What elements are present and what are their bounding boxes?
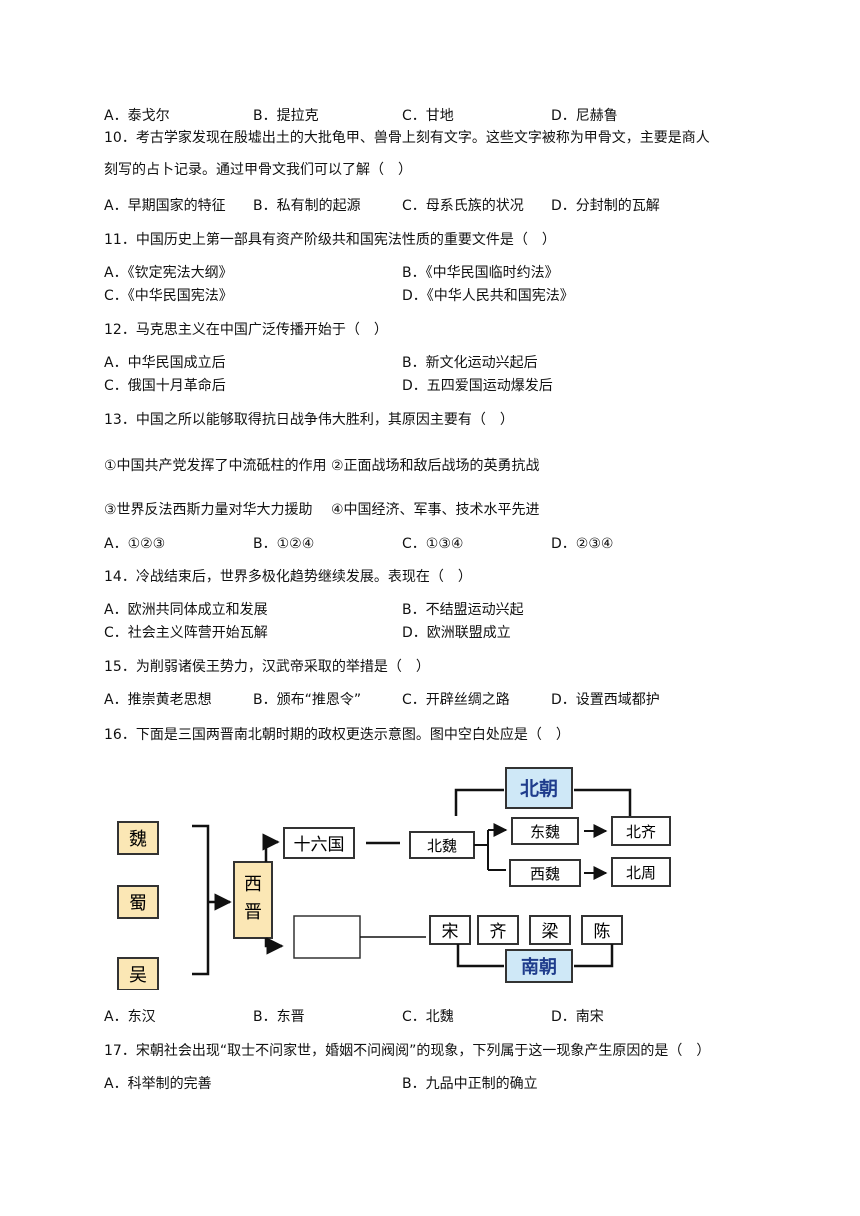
q9-option-c[interactable]: C．甘地 (402, 108, 454, 124)
svg-text:北魏: 北魏 (427, 837, 457, 855)
q13-stem: 13．中国之所以能够取得抗日战争伟大胜利，其原因主要有（ ） (104, 412, 514, 428)
box-wu: 吴 (117, 957, 159, 990)
box-western-jin: 西 晋 (233, 861, 273, 939)
label-northern-dynasties: 北朝 (505, 767, 573, 809)
box-eastern-wei: 东魏 (511, 817, 579, 845)
q12-option-b[interactable]: B．新文化运动兴起后 (402, 355, 538, 371)
q10-stem-line1: 10．考古学家发现在殷墟出土的大批龟甲、兽骨上刻有文字。这些文字被称为甲骨文，主… (104, 130, 710, 146)
arrow-to-sixteen-kingdoms (262, 833, 280, 862)
q9-option-a[interactable]: A．泰戈尔 (104, 108, 170, 124)
merge-bracket (192, 824, 232, 976)
q16-option-d[interactable]: D．南宋 (551, 1009, 604, 1025)
q17-option-b[interactable]: B．九品中正制的确立 (402, 1076, 538, 1092)
q15-option-b[interactable]: B．颁布“推恩令” (253, 692, 362, 708)
southern-dynasties-bracket (456, 944, 614, 968)
q10-stem-line2: 刻写的占卜记录。通过甲骨文我们可以了解（ ） (104, 162, 412, 178)
q9-option-d[interactable]: D．尼赫鲁 (551, 108, 618, 124)
box-liang: 梁 (529, 915, 571, 945)
svg-text:蜀: 蜀 (129, 893, 147, 914)
q13-option-a[interactable]: A．①②③ (104, 536, 166, 552)
q15-option-c[interactable]: C．开辟丝绸之路 (402, 692, 510, 708)
q10-option-a[interactable]: A．早期国家的特征 (104, 198, 226, 214)
q12-option-d[interactable]: D．五四爱国运动爆发后 (402, 378, 553, 394)
q15-option-a[interactable]: A．推崇黄老思想 (104, 692, 212, 708)
q12-option-c[interactable]: C．俄国十月革命后 (104, 378, 226, 394)
q16-option-c[interactable]: C．北魏 (402, 1009, 454, 1025)
northern-dynasties-bracket (454, 788, 632, 816)
q15-stem: 15．为削弱诸侯王势力，汉武帝采取的举措是（ ） (104, 659, 430, 675)
svg-text:南朝: 南朝 (521, 956, 557, 978)
box-song: 宋 (429, 915, 471, 945)
q14-option-d[interactable]: D．欧洲联盟成立 (402, 625, 511, 641)
q17-stem: 17．宋朝社会出现“取士不问家世，婚姻不问阀阅”的现象，下列属于这一现象产生原因… (104, 1043, 711, 1059)
q14-stem: 14．冷战结束后，世界多极化趋势继续发展。表现在（ ） (104, 569, 472, 585)
q16-option-a[interactable]: A．东汉 (104, 1009, 156, 1025)
split-connector (474, 823, 508, 871)
svg-text:宋: 宋 (442, 922, 459, 942)
q9-option-b[interactable]: B．提拉克 (253, 108, 319, 124)
q12-stem: 12．马克思主义在中国广泛传播开始于（ ） (104, 322, 388, 338)
q11-option-d[interactable]: D．《中华人民共和国宪法》 (402, 288, 574, 304)
box-wei: 魏 (117, 821, 159, 855)
q13-option-d[interactable]: D．②③④ (551, 536, 614, 552)
q11-option-b[interactable]: B．《中华民国临时约法》 (402, 265, 559, 281)
q10-option-c[interactable]: C．母系氏族的状况 (402, 198, 524, 214)
svg-text:梁: 梁 (542, 922, 559, 942)
q14-option-c[interactable]: C．社会主义阵营开始瓦解 (104, 625, 268, 641)
svg-text:吴: 吴 (129, 965, 147, 986)
q11-option-c[interactable]: C．《中华民国宪法》 (104, 288, 233, 304)
regime-succession-diagram: 魏 蜀 吴 西 晋 十六国 (117, 767, 671, 990)
svg-text:西: 西 (244, 874, 262, 895)
svg-text:晋: 晋 (244, 902, 262, 923)
q13-items-line2: ③世界反法西斯力量对华大力援助 ④中国经济、军事、技术水平先进 (104, 502, 540, 518)
q11-stem: 11．中国历史上第一部具有资产阶级共和国宪法性质的重要文件是（ ） (104, 232, 556, 248)
q14-option-b[interactable]: B．不结盟运动兴起 (402, 602, 524, 618)
svg-text:北周: 北周 (626, 864, 656, 882)
svg-text:齐: 齐 (490, 922, 507, 942)
q16-option-b[interactable]: B．东晋 (253, 1009, 305, 1025)
box-western-wei: 西魏 (509, 859, 581, 887)
q17-option-a[interactable]: A．科举制的完善 (104, 1076, 212, 1092)
q13-option-b[interactable]: B．①②④ (253, 536, 315, 552)
q11-option-a[interactable]: A．《钦定宪法大纲》 (104, 265, 233, 281)
q10-option-b[interactable]: B．私有制的起源 (253, 198, 361, 214)
blank-box (293, 915, 361, 959)
svg-text:魏: 魏 (129, 829, 147, 850)
q15-option-d[interactable]: D．设置西域都护 (551, 692, 660, 708)
box-northern-zhou: 北周 (611, 857, 671, 887)
svg-text:陈: 陈 (594, 922, 611, 942)
q10-option-d[interactable]: D．分封制的瓦解 (551, 198, 660, 214)
label-southern-dynasties: 南朝 (505, 949, 573, 983)
q12-option-a[interactable]: A．中华民国成立后 (104, 355, 226, 371)
q16-stem: 16．下面是三国两晋南北朝时期的政权更迭示意图。图中空白处应是（ ） (104, 727, 570, 743)
svg-text:北朝: 北朝 (520, 778, 558, 800)
svg-text:东魏: 东魏 (530, 823, 560, 841)
q14-option-a[interactable]: A．欧洲共同体成立和发展 (104, 602, 268, 618)
box-chen: 陈 (581, 915, 623, 945)
svg-text:十六国: 十六国 (294, 835, 345, 855)
box-shu: 蜀 (117, 885, 159, 919)
box-sixteen-kingdoms: 十六国 (283, 827, 355, 859)
box-qi: 齐 (477, 915, 519, 945)
svg-text:北齐: 北齐 (626, 823, 656, 841)
box-northern-qi: 北齐 (611, 816, 671, 846)
arrow-to-blank (264, 937, 284, 955)
svg-text:西魏: 西魏 (530, 865, 560, 883)
box-northern-wei: 北魏 (409, 831, 475, 859)
q13-option-c[interactable]: C．①③④ (402, 536, 464, 552)
q13-items-line1: ①中国共产党发挥了中流砥柱的作用 ②正面战场和敌后战场的英勇抗战 (104, 458, 540, 474)
